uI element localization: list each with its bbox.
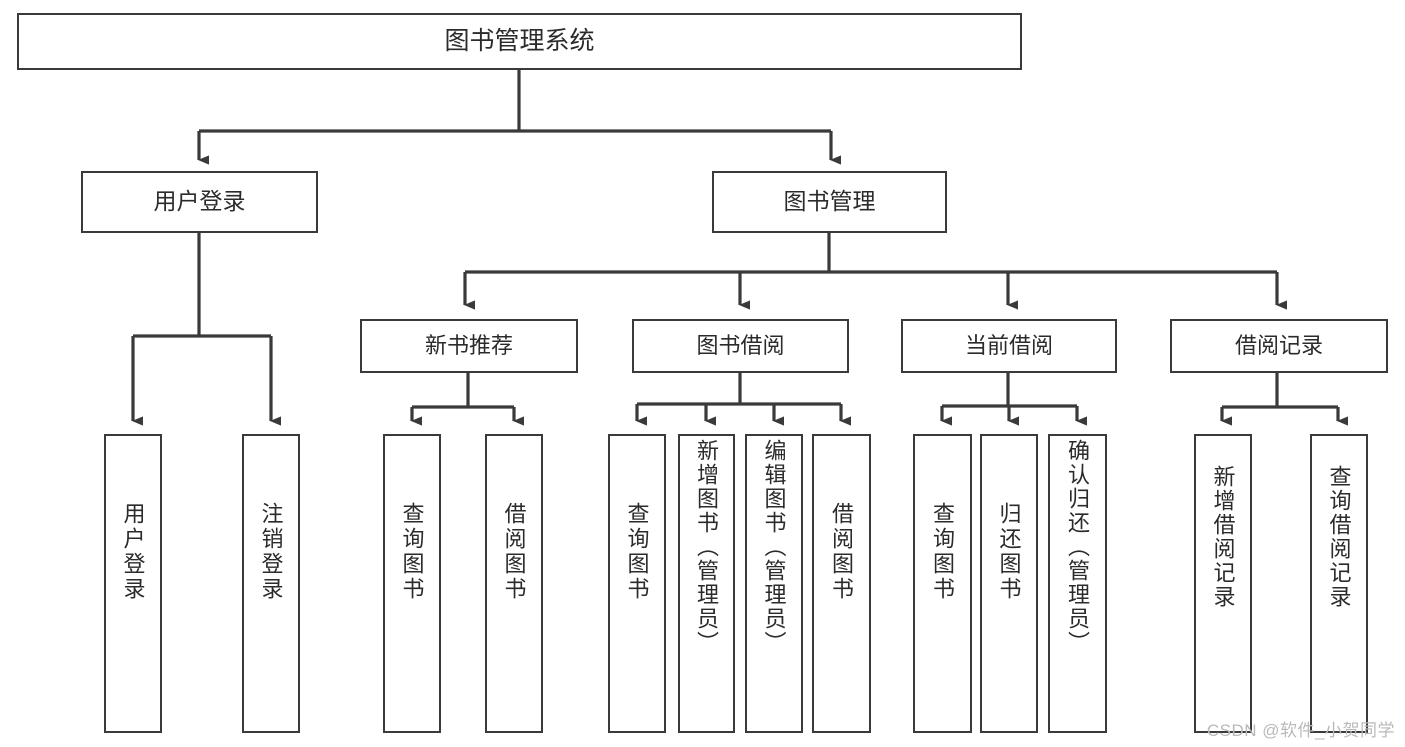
leaf-borrow-book-borrow[interactable]: 借阅图书 (812, 434, 871, 733)
leaf-borrow-book-borrow-label: 借阅图书 (829, 502, 855, 602)
leaf-query-book-recommend[interactable]: 查询图书 (383, 434, 441, 733)
leaf-query-book-borrow[interactable]: 查询图书 (608, 434, 666, 733)
leaf-query-book-current[interactable]: 查询图书 (913, 434, 972, 733)
node-user-login[interactable]: 用户登录 (81, 171, 318, 233)
node-borrow-record[interactable]: 借阅记录 (1170, 319, 1388, 373)
node-current-borrow[interactable]: 当前借阅 (901, 319, 1117, 373)
leaf-query-book-recommend-label: 查询图书 (399, 502, 425, 602)
node-book-borrow-label: 图书借阅 (696, 333, 785, 359)
watermark-text: CSDN @软件_小贺同学 (1206, 721, 1395, 740)
leaf-user-login-label: 用户登录 (120, 502, 146, 602)
node-new-book-recommend[interactable]: 新书推荐 (360, 319, 578, 373)
leaf-query-book-borrow-label: 查询图书 (624, 502, 650, 602)
leaf-edit-book-label: 编辑图书（管理员） (761, 439, 787, 655)
node-root-system[interactable]: 图书管理系统 (17, 13, 1022, 70)
leaf-borrow-book-recommend[interactable]: 借阅图书 (485, 434, 543, 733)
node-book-management[interactable]: 图书管理 (712, 171, 947, 233)
leaf-add-book-label: 新增图书（管理员） (694, 439, 720, 655)
node-book-borrow[interactable]: 图书借阅 (632, 319, 849, 373)
leaf-add-book[interactable]: 新增图书（管理员） (678, 434, 735, 733)
leaf-query-borrow-record[interactable]: 查询借阅记录 (1310, 434, 1368, 733)
leaf-user-logout[interactable]: 注销登录 (242, 434, 300, 733)
leaf-user-logout-label: 注销登录 (258, 502, 284, 602)
node-current-borrow-label: 当前借阅 (964, 333, 1053, 359)
leaf-query-book-current-label: 查询图书 (930, 502, 956, 602)
leaf-confirm-return-label: 确认归还（管理员） (1065, 439, 1091, 655)
leaf-add-borrow-record[interactable]: 新增借阅记录 (1194, 434, 1252, 733)
node-new-book-recommend-label: 新书推荐 (424, 333, 513, 359)
leaf-user-login[interactable]: 用户登录 (104, 434, 162, 733)
leaf-edit-book[interactable]: 编辑图书（管理员） (745, 434, 803, 733)
leaf-borrow-book-recommend-label: 借阅图书 (501, 502, 527, 602)
node-book-management-label: 图书管理 (783, 188, 876, 215)
leaf-confirm-return[interactable]: 确认归还（管理员） (1048, 434, 1107, 733)
leaf-return-book-label: 归还图书 (996, 502, 1022, 602)
leaf-return-book[interactable]: 归还图书 (980, 434, 1038, 733)
node-borrow-record-label: 借阅记录 (1234, 333, 1323, 359)
leaf-add-borrow-record-label: 新增借阅记录 (1210, 465, 1236, 609)
node-root-system-label: 图书管理系统 (444, 26, 595, 55)
node-user-login-label: 用户登录 (153, 188, 246, 215)
leaf-query-borrow-record-label: 查询借阅记录 (1326, 465, 1352, 609)
